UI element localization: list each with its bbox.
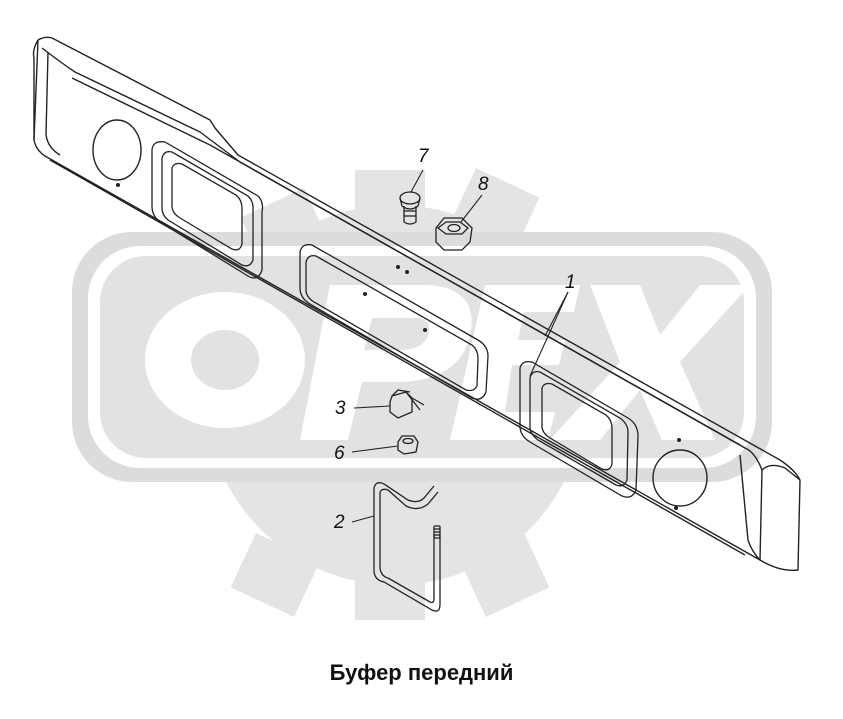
right-light-opening: [652, 449, 708, 507]
part-6-screw: [399, 191, 421, 225]
mount-holes: [116, 183, 681, 510]
part-3-clip: [389, 389, 425, 419]
callout-8: 8: [478, 174, 489, 195]
leader-lines: [351, 169, 569, 523]
right-opening: [519, 360, 639, 498]
callout-6: 7: [418, 146, 430, 167]
callout-2: 2: [333, 512, 345, 533]
plate-recess: [299, 244, 489, 400]
left-light-opening: [92, 119, 142, 181]
callout-7: 6: [334, 443, 345, 464]
callout-3: 3: [335, 398, 346, 419]
part-8-nut: [435, 217, 473, 251]
part-2-rod: [373, 482, 441, 612]
watermark-logo: [72, 168, 772, 620]
callout-1: 1: [565, 272, 576, 293]
diagram-caption: Буфер передний: [329, 660, 514, 685]
left-opening: [151, 141, 264, 279]
part-7-nut: [397, 435, 419, 455]
